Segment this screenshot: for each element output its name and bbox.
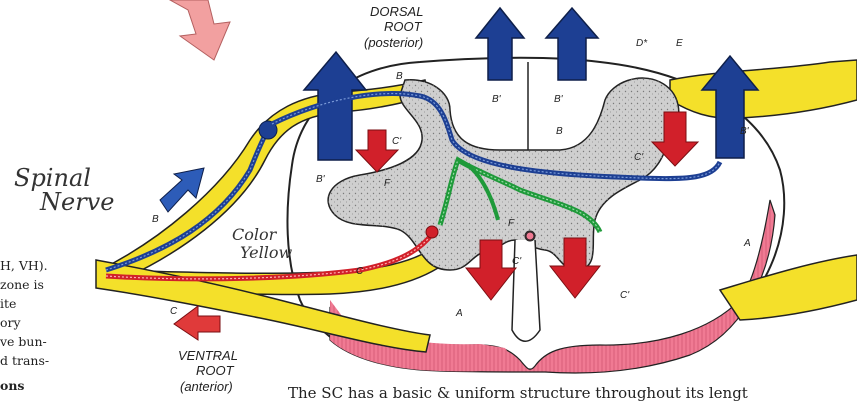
label-c-prime: C' xyxy=(392,136,402,147)
caption: The SC has a basic & uniform structure t… xyxy=(288,384,748,402)
label-c-prime: C' xyxy=(634,152,644,163)
label-a: A xyxy=(743,238,751,249)
left-body-text: H, VH). zone is ite ory ve bun- d trans-… xyxy=(0,258,49,393)
dorsal-root-label-2: ROOT xyxy=(384,19,423,34)
label-a: A xyxy=(455,308,463,319)
d-star-label: D* xyxy=(636,38,648,49)
spinal-nerve-label-2: Nerve xyxy=(39,188,114,216)
label-b-prime: B' xyxy=(740,126,750,137)
e-label: E xyxy=(676,38,683,49)
body-text-line: ory xyxy=(0,315,22,330)
label-b: B xyxy=(396,71,403,82)
body-text-line: ve bun- xyxy=(0,334,47,349)
label-b-prime: B' xyxy=(554,94,564,105)
label-c-prime: C' xyxy=(620,290,630,301)
dorsal-root-label-1: DORSAL xyxy=(370,4,423,19)
label-c-prime: C' xyxy=(512,256,522,267)
label-b-prime: B' xyxy=(316,174,326,185)
label-f: F xyxy=(384,178,391,189)
label-f: F xyxy=(508,218,515,229)
ventral-root-label-1: VENTRAL xyxy=(178,348,238,363)
body-text-line: H, VH). xyxy=(0,258,48,273)
color-label-1: Color xyxy=(232,225,278,244)
label-b-prime: B' xyxy=(492,94,502,105)
ventral-root-label-2: ROOT xyxy=(196,363,235,378)
color-label-2: Yellow xyxy=(240,243,293,262)
body-text-line: ite xyxy=(0,296,16,311)
label-c: C xyxy=(356,266,364,277)
yellow-right-side xyxy=(670,60,857,118)
salmon-arrow-icon xyxy=(170,0,230,60)
ventral-root-label-3: (anterior) xyxy=(180,379,233,394)
label-c: C xyxy=(170,306,178,317)
label-b: B xyxy=(556,126,563,137)
body-text-line: d trans- xyxy=(0,353,49,368)
motor-neuron-cell-body xyxy=(426,226,438,238)
dorsal-root-label-3: (posterior) xyxy=(364,35,423,50)
body-text-line: ons xyxy=(0,378,24,393)
label-b: B xyxy=(152,214,159,225)
body-text-line: zone is xyxy=(0,277,44,292)
red-arrow-left-icon xyxy=(174,306,220,340)
